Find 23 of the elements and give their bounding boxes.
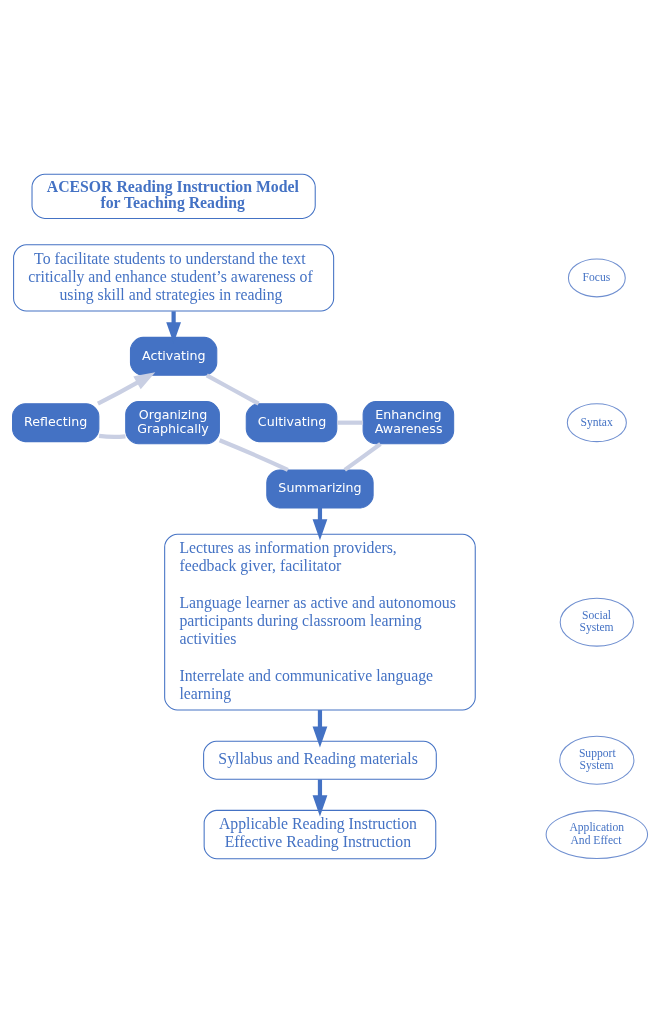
connector: [337, 420, 364, 425]
connector: [98, 433, 126, 439]
arrow: [96, 372, 156, 406]
node-ellipse: Syntax: [566, 403, 627, 443]
node-ellipse: Social System: [559, 597, 634, 647]
node-box: Cultivating: [245, 403, 338, 443]
connector: [218, 438, 289, 472]
node-box: To facilitate students to understand the text critically and enhance student’s awareness of using skill and strategies in reading: [13, 244, 335, 312]
connector: [205, 373, 260, 406]
node-box: Applicable Reading Instruction Effective Reading Instruction: [203, 809, 437, 860]
node-box: Activating: [129, 336, 218, 376]
node-box: Summarizing: [266, 469, 374, 509]
node-box: Reflecting: [12, 403, 100, 443]
node-ellipse: Support System: [559, 735, 635, 785]
node-ellipse: Focus: [567, 258, 626, 298]
node-ellipse: Application And Effect: [545, 810, 649, 860]
node-box: Lectures as information providers, feedback giver, facilitator Language learner as active and autonomous participants during classroom learning activities Interrelate and communicative language learning: [164, 533, 476, 711]
connector: [343, 442, 382, 472]
arrow: [312, 710, 328, 748]
node-box: Organizing Graphically: [125, 401, 220, 445]
node-box: Syllabus and Reading materials: [203, 740, 437, 780]
node-box: ACESOR Reading Instruction Model for Teaching Reading: [31, 173, 316, 219]
node-box: Enhancing Awareness: [362, 401, 455, 445]
